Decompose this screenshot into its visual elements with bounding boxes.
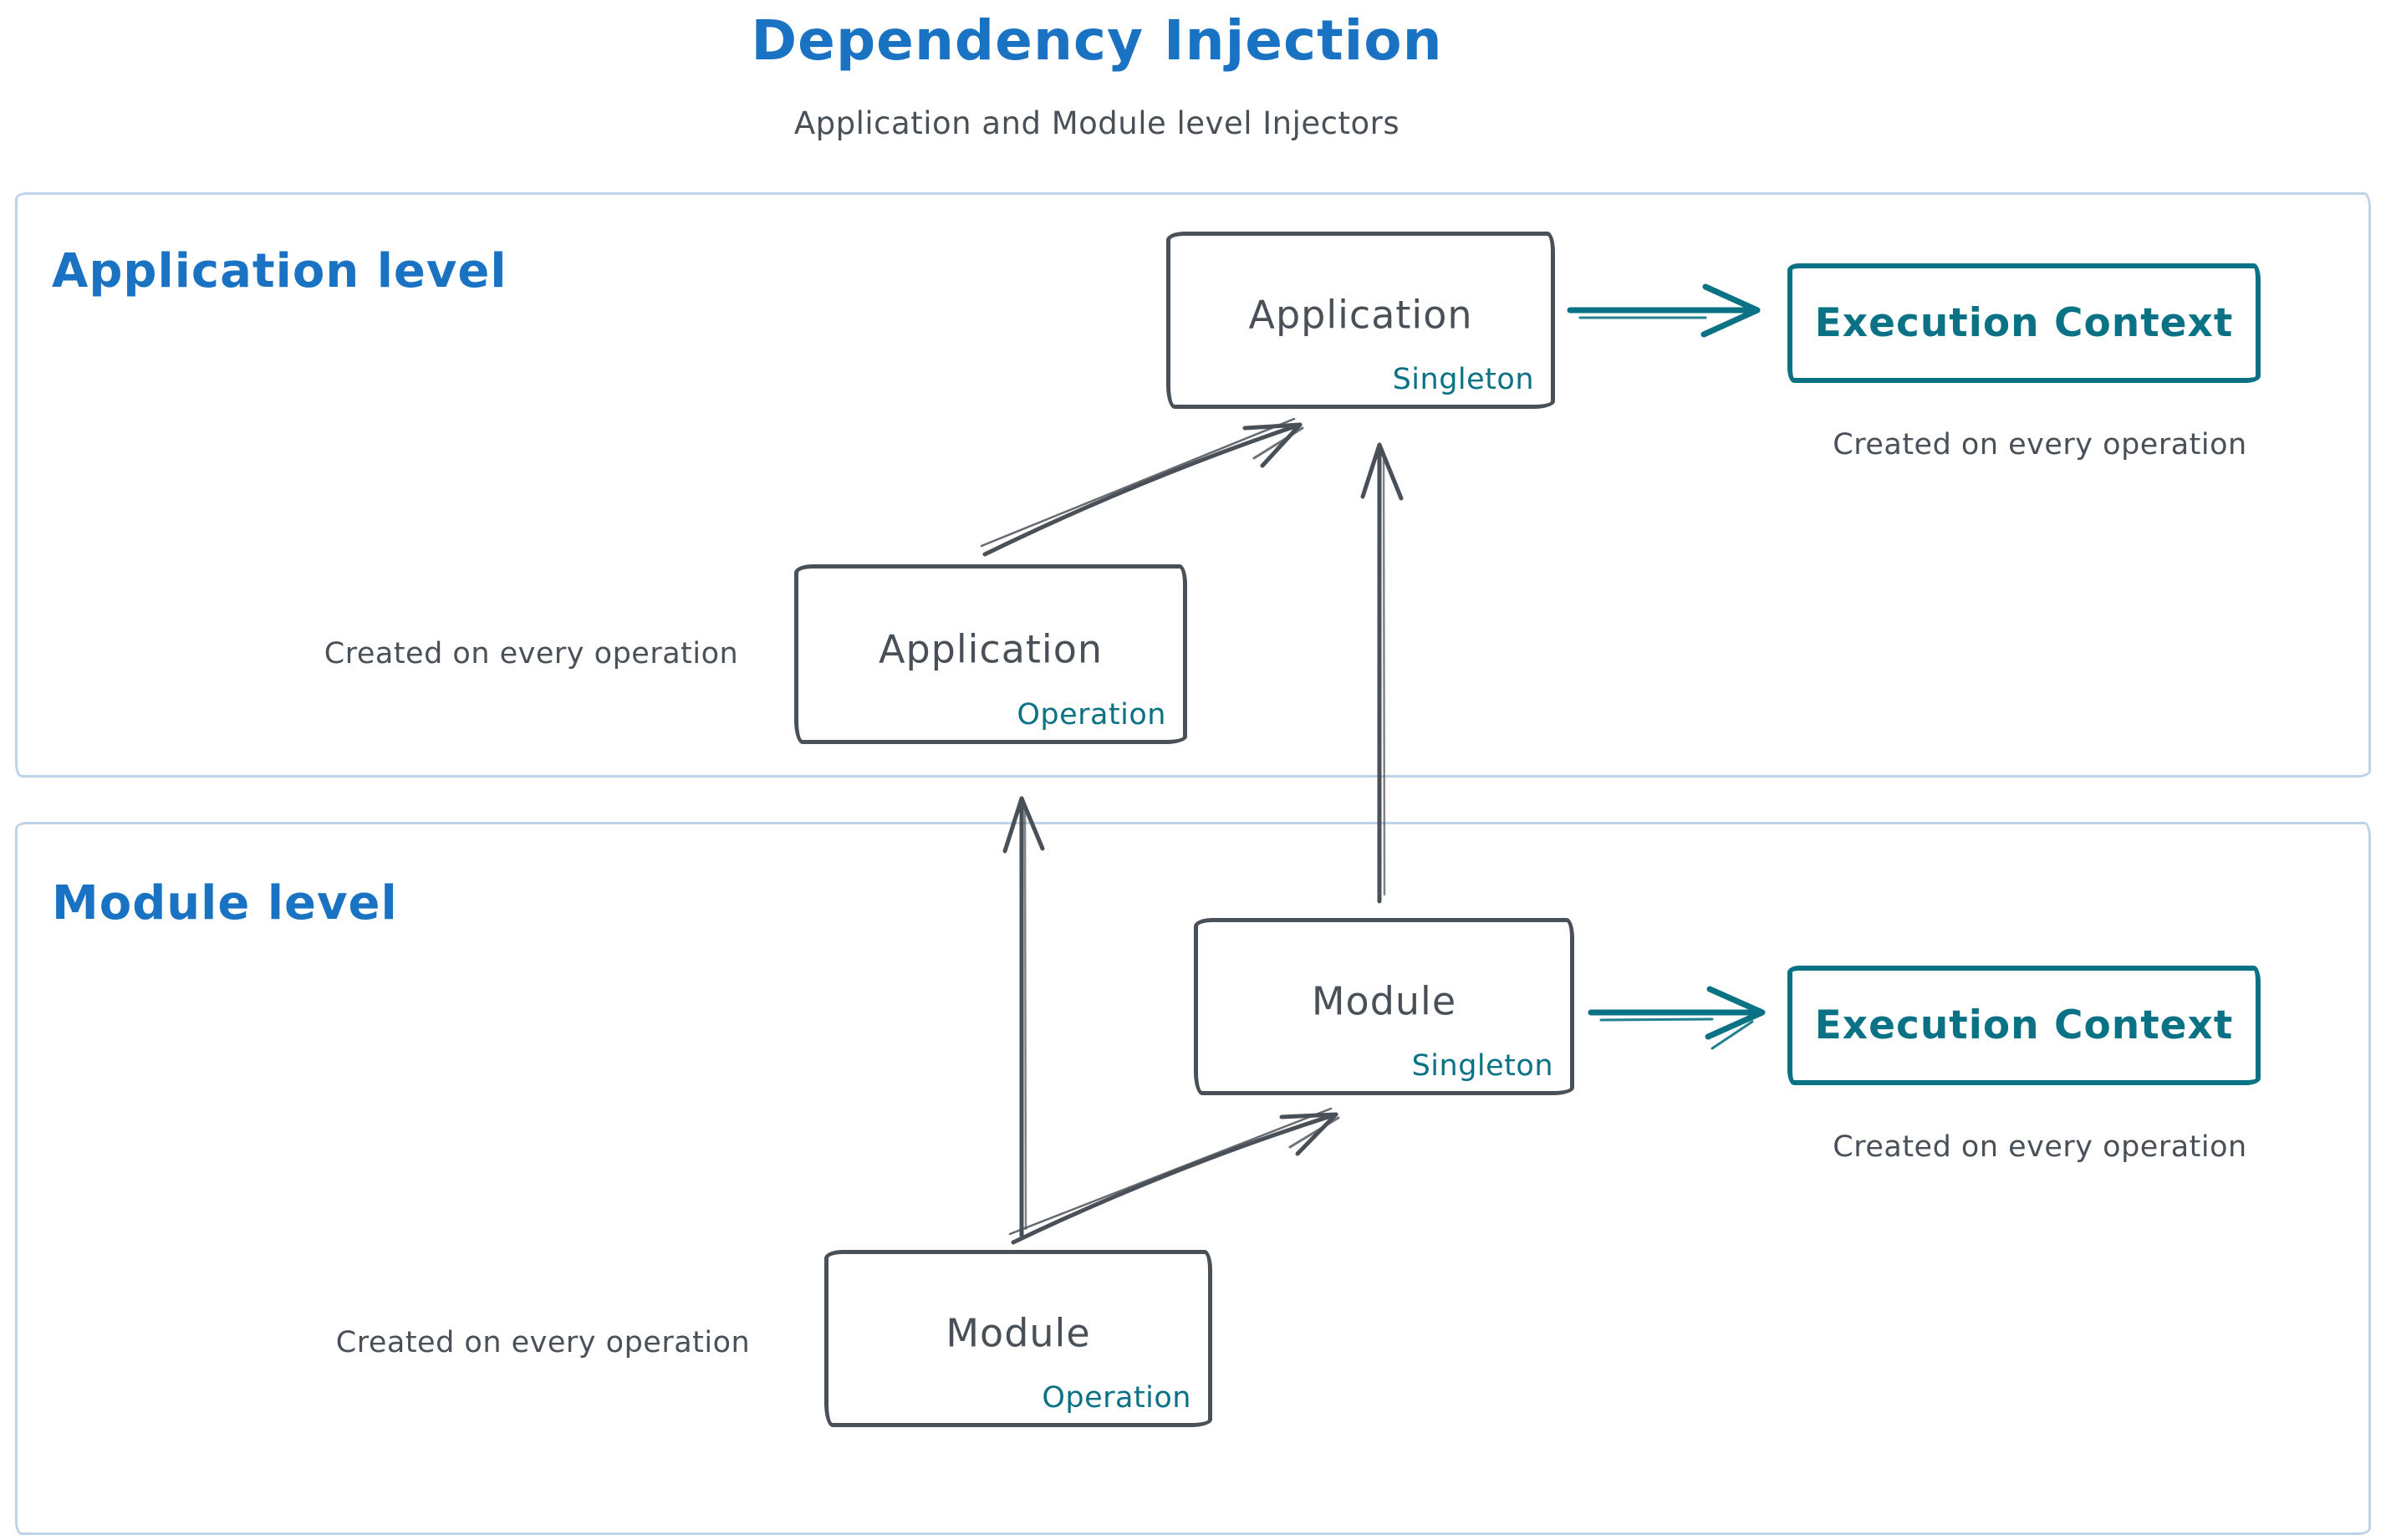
note-execution-context-module: Created on every operation [1833,1130,2247,1164]
execution-context-label: Execution Context [1814,1002,2234,1048]
scope-label: Singleton [1411,1049,1553,1083]
section-label-module-level: Module level [52,876,398,931]
note-execution-context-application: Created on every operation [1833,428,2247,461]
note-module-operation: Created on every operation [335,1326,751,1359]
box-execution-context-application: Execution Context [1787,263,2261,383]
node-module-singleton: Module Singleton [1194,918,1574,1095]
node-name: Application [1248,292,1473,338]
section-module-level [15,822,2371,1535]
box-execution-context-module: Execution Context [1787,966,2261,1085]
node-name: Application [878,626,1104,672]
execution-context-label: Execution Context [1814,300,2234,346]
section-application-level [15,192,2371,778]
scope-label: Operation [1042,1381,1191,1415]
node-module-operation: Module Operation [824,1250,1212,1427]
scope-label: Singleton [1392,363,1534,396]
diagram-title: Dependency Injection [751,8,1443,73]
node-application-operation: Application Operation [794,564,1187,744]
node-application-singleton: Application Singleton [1166,232,1555,409]
node-name: Module [946,1310,1091,1356]
scope-label: Operation [1017,698,1166,732]
node-name: Module [1311,978,1457,1024]
note-application-operation: Created on every operation [324,637,739,671]
section-label-application-level: Application level [52,244,507,298]
diagram-subtitle: Application and Module level Injectors [793,105,1400,141]
